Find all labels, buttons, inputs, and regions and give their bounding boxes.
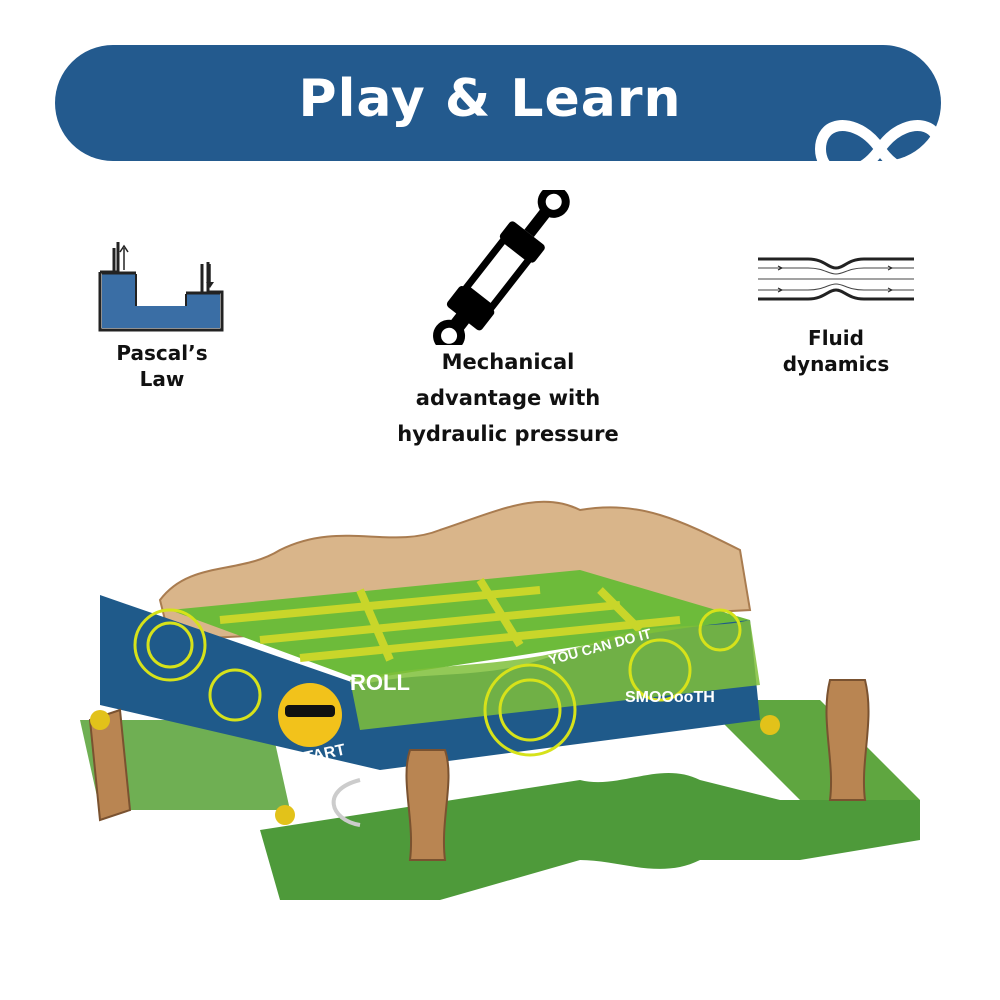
feature-label: hydraulic pressure <box>397 422 619 446</box>
panel-text-smooth: SMOOooTH <box>625 689 715 706</box>
hydraulic-maze-product-image: ROLL START YOU CAN DO IT SMOOooTH <box>80 500 920 900</box>
feature-label: dynamics <box>782 352 890 376</box>
feature-label: Pascal’s <box>116 341 208 365</box>
feature-label: Mechanical <box>441 350 575 374</box>
hydraulic-cylinder-icon <box>433 190 570 345</box>
feature-mechanical-advantage: Mechanical advantage with hydraulic pres… <box>378 344 638 452</box>
banner-title: Play & Learn <box>298 69 682 129</box>
feature-fluid-dynamics: Fluid dynamics <box>756 325 916 377</box>
pascals-law-icon <box>98 242 224 332</box>
feature-label: advantage with <box>415 386 601 410</box>
header-banner: Play & Learn <box>55 45 945 178</box>
panel-text-roll: ROLL <box>350 670 410 695</box>
feature-pascals-law: Pascal’s Law <box>82 340 242 392</box>
fluid-flow-icon <box>758 257 914 301</box>
feature-label: Law <box>139 367 185 391</box>
feature-label: Fluid <box>808 326 864 350</box>
infinity-icon <box>815 120 945 178</box>
